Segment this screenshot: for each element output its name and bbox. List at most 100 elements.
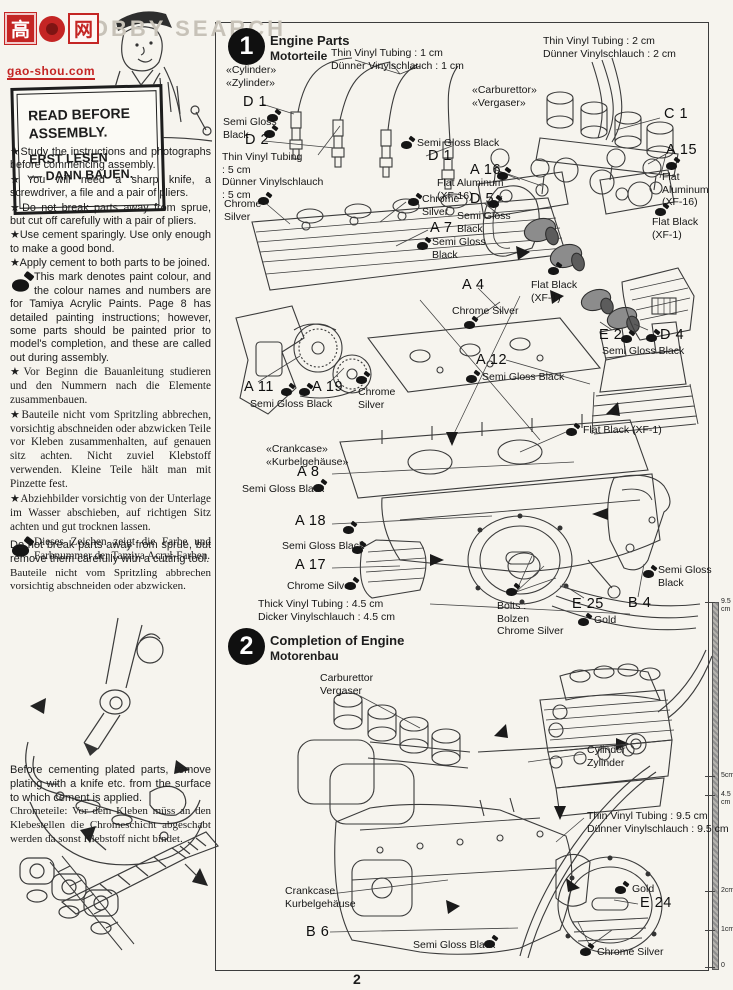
paint-pot-icon bbox=[488, 196, 502, 208]
paint-pot-icon bbox=[615, 882, 629, 894]
part-code-a17: A 17 bbox=[295, 557, 327, 573]
paint-pot-icon bbox=[548, 263, 562, 275]
paint-pot-icon bbox=[580, 944, 594, 956]
ruler-tick bbox=[705, 795, 715, 796]
part-code-d2: D 2 bbox=[245, 132, 270, 148]
plating-note-en: Before cementing plated parts, remove pl… bbox=[10, 764, 211, 804]
part-code-e25: E 25 bbox=[572, 596, 604, 612]
paint-label-semi-gloss-black: Semi Gloss Black bbox=[658, 564, 712, 589]
paint-mark-paragraph-en: This mark denotes paint colour, and the … bbox=[10, 271, 211, 365]
sprue-note-de: Bauteile nicht vom Spritzling abbrechen … bbox=[10, 566, 211, 593]
part-code-d4: D 4 bbox=[660, 327, 685, 343]
step2-leader-lines bbox=[329, 695, 639, 947]
paint-pot-icon bbox=[417, 238, 431, 250]
paint-label-flat-aluminum: Flat Aluminum (XF-16) bbox=[662, 171, 709, 209]
step1-subtitle: Motorteile bbox=[270, 49, 328, 63]
engine-parts-illustration-step1 bbox=[235, 57, 701, 631]
crankcase-section-label: «Crankcase» «Kurbelgehäuse» bbox=[266, 443, 349, 468]
paint-label-chrome-silver: Chrome Silver bbox=[224, 198, 262, 223]
logo-character-left: 高 bbox=[5, 13, 36, 44]
instruction-paragraph: ★Study the instructions and photographs … bbox=[10, 146, 211, 172]
ruler-tick bbox=[705, 776, 715, 777]
paint-pot-icon bbox=[466, 371, 480, 383]
paint-pot-icon bbox=[497, 168, 511, 180]
knife-illustration bbox=[19, 826, 220, 951]
part-code-a11: A 11 bbox=[244, 379, 274, 395]
paint-label-semi-gloss-black: Semi Gloss Black bbox=[602, 345, 685, 357]
paint-mark-paragraph-de: Dieses Zeichen zeigt die Farbe und Farbn… bbox=[10, 536, 211, 564]
part-code-a7: A 7 bbox=[430, 220, 453, 236]
carburettor-section-label: «Carburettor» «Vergaser» bbox=[472, 84, 537, 109]
gear-icon bbox=[39, 15, 65, 42]
paint-label-gold: Gold bbox=[594, 614, 617, 626]
paint-label-flat-aluminum: Flat Aluminum (XF-16) bbox=[437, 177, 504, 202]
paint-pot-icon bbox=[267, 110, 281, 122]
logo-url-text: gao-shou.com bbox=[7, 64, 96, 80]
paint-label-chrome-silver: Chrome Silver bbox=[597, 946, 664, 958]
ruler-mark-label: 9.5 cm bbox=[721, 598, 731, 614]
general-instructions: ★Study the instructions and photographs … bbox=[10, 146, 211, 564]
carburettor-label: Carburettor Vergaser bbox=[320, 672, 374, 697]
part-code-c1: C 1 bbox=[664, 106, 689, 122]
instruction-paragraph: ★You will need a sharp knife, a screwdri… bbox=[10, 173, 211, 200]
instruction-paragraph-de: ★Vor Beginn die Bauanleitung studieren u… bbox=[10, 366, 211, 406]
paint-pot-icon bbox=[281, 384, 295, 396]
paint-label-gold: Gold bbox=[632, 883, 655, 895]
ruler-tick bbox=[705, 967, 715, 968]
engine-illustration-step2 bbox=[297, 649, 713, 959]
pliers-illustration bbox=[25, 617, 203, 866]
part-code-b4: B 4 bbox=[628, 595, 652, 611]
part-code-d1: D 1 bbox=[428, 148, 453, 164]
step2-subtitle: Motorenbau bbox=[270, 649, 339, 663]
instruction-paragraph-de: ★Abziehbilder vorsichtig von der Unterla… bbox=[10, 493, 211, 533]
ruler-mark-label: 0 bbox=[721, 962, 725, 969]
crankcase-label: Crankcase Kurbelgehäuse bbox=[285, 885, 356, 910]
paint-label-chrome-silver: Chrome Silver bbox=[452, 305, 519, 317]
paint-pot-icon bbox=[646, 330, 660, 342]
paint-label-semi-gloss-black: Semi Gloss Black bbox=[413, 939, 496, 951]
step1-number-badge: 1 bbox=[228, 28, 265, 65]
part-code-e2: E 2 bbox=[599, 327, 623, 343]
instruction-paragraph-de: ★Bauteile nicht vom Spritzling abbrechen… bbox=[10, 408, 211, 491]
paint-label-semi-gloss-black: Semi Gloss Black bbox=[250, 398, 333, 410]
paint-label-semi-gloss-black: Semi Gloss Black bbox=[223, 116, 277, 141]
ruler-tick bbox=[705, 891, 715, 892]
step1-title: Engine Parts bbox=[270, 33, 350, 48]
paint-label-flat-black: Flat Black (XF-1) bbox=[531, 279, 578, 304]
paint-pot-icon bbox=[578, 614, 592, 626]
step2-arrows bbox=[446, 724, 580, 914]
part-code-d1: D 1 bbox=[243, 94, 268, 110]
paint-label-semi-gloss-black: Semi Gloss Black bbox=[457, 210, 511, 235]
instruction-paragraph: ★Apply cement to both parts to be joined… bbox=[10, 257, 210, 269]
page-number: 2 bbox=[353, 971, 361, 987]
tubing-5cm-label: Thin Vinyl Tubing : 5 cm Dünner Vinylsch… bbox=[222, 151, 324, 201]
paint-pot-icon bbox=[12, 273, 34, 292]
sign-text-en: READ BEFORE ASSEMBLY. bbox=[27, 104, 131, 142]
paint-pot-icon bbox=[258, 193, 272, 205]
plating-note-de: Chrometeile: Vor dem Kleben müss an den … bbox=[10, 805, 211, 845]
paint-pot-icon bbox=[264, 126, 278, 138]
part-code-e24: E 24 bbox=[640, 895, 672, 911]
paint-pot-icon bbox=[345, 578, 359, 590]
paint-label-chrome-silver: Chrome Silver bbox=[422, 193, 460, 218]
gaoshou-logo: 高 网 bbox=[5, 13, 99, 44]
paint-label-semi-gloss-black: Semi Gloss Black bbox=[417, 137, 500, 149]
diagram-panel-border bbox=[215, 22, 709, 971]
step1-arrows bbox=[430, 246, 620, 566]
part-code-a18: A 18 bbox=[295, 513, 327, 529]
part-code-a8: A 8 bbox=[297, 464, 320, 480]
step2-number-badge: 2 bbox=[228, 628, 265, 665]
paint-label-chrome-silver: Chrome Silver bbox=[287, 580, 354, 592]
paint-label-chrome-silver: Chrome Silver bbox=[358, 386, 396, 411]
sprue-note: Do not break parts away from sprue, but … bbox=[10, 539, 211, 594]
paint-pot-icon bbox=[643, 566, 657, 578]
logo-character-right: 网 bbox=[68, 13, 99, 44]
paint-pot-icon bbox=[566, 424, 580, 436]
paint-pot-icon bbox=[666, 158, 680, 170]
paint-pot-icon bbox=[464, 317, 478, 329]
cylinder-section-label: «Cylinder» «Zylinder» bbox=[226, 64, 277, 89]
paint-pot-icon bbox=[313, 480, 327, 492]
cylinder-label: Cylinder Zylinder bbox=[587, 744, 626, 769]
